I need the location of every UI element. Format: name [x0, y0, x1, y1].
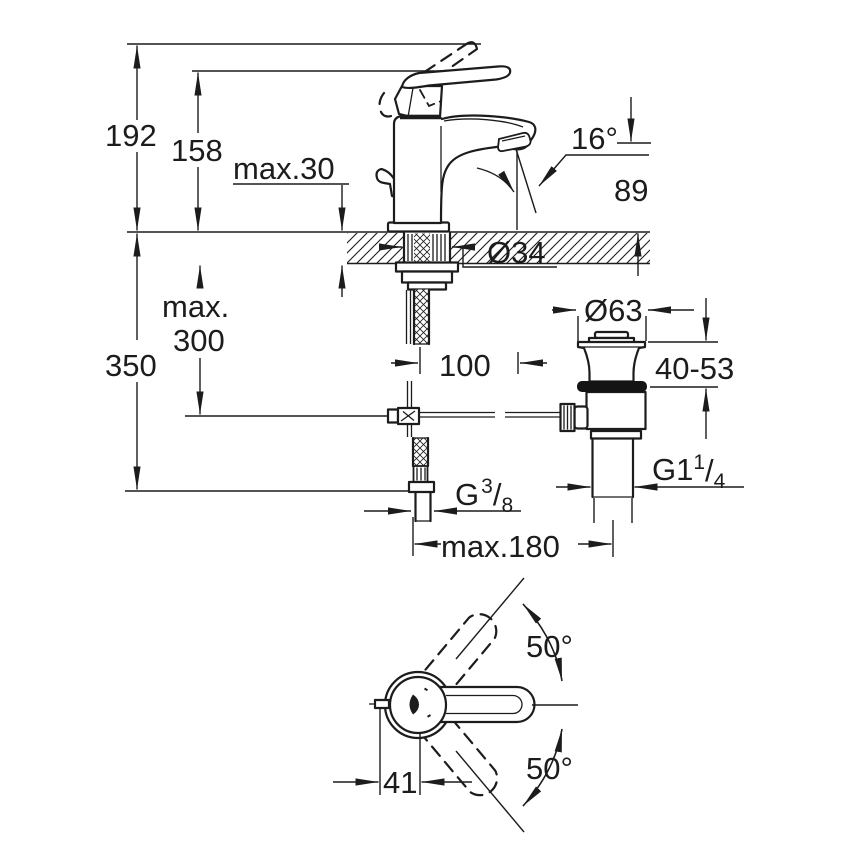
supply-thread-nut: [407, 480, 436, 494]
mounting-washer: [394, 261, 460, 273]
waste-gasket: [577, 381, 647, 392]
label-hose-spacing: max.180: [441, 529, 560, 564]
mounting-step: [406, 281, 448, 291]
raised-knob-ghost: [378, 91, 393, 118]
pop-up-waste: [559, 330, 647, 557]
horizontal-link-rod: [419, 411, 561, 418]
reference-lines: [125, 43, 481, 492]
swivel-line-lower: [455, 750, 525, 833]
lever-handle: [400, 65, 512, 90]
label-hole-diameter: Ø34: [487, 235, 546, 270]
waste-flange: [576, 340, 647, 383]
faucet-side-view: [375, 41, 537, 233]
label-handle-pin-offset: 41: [383, 765, 417, 800]
handle-top-view: [333, 577, 578, 833]
label-rod-max-line2: 300: [173, 323, 225, 358]
label-spout-angle: 16°: [571, 121, 618, 156]
alignment-pin: [373, 698, 391, 710]
label-supply-thread: G3/8: [455, 475, 513, 517]
hose-in-shank: [414, 233, 430, 262]
mounting-and-supply: [386, 231, 561, 523]
faucet-body-and-spout: [392, 114, 537, 225]
label-overall-height: 192: [105, 118, 157, 153]
label-waste-deck-range: 40-53: [655, 351, 734, 386]
knob-facet-ghost: [419, 89, 442, 108]
rod-port-collar: [573, 405, 589, 430]
waste-thread-band: [589, 429, 643, 440]
label-waste-flange-diameter: Ø63: [584, 293, 643, 328]
label-swivel-lower: 50°: [526, 751, 573, 786]
stream-angle-line: [515, 148, 537, 214]
label-deck-max-thickness: max.30: [233, 151, 335, 186]
pop-up-rod-upper: [405, 290, 412, 344]
waste-thread-slash: /: [705, 453, 714, 488]
label-spout-reach: 100: [439, 348, 491, 383]
label-waste-thread: G11/4: [652, 451, 726, 493]
supply-thread-sub: 8: [501, 494, 513, 517]
waste-thread-sub: 4: [714, 470, 726, 493]
waste-thread-base: G1: [652, 452, 693, 487]
label-swivel-upper: 50°: [526, 629, 573, 664]
aerator: [497, 131, 532, 153]
deck-hatch-left: [347, 233, 403, 263]
dimension-labels: 192 158 max.30 16° 89 Ø34 max. 300 350 Ø…: [105, 118, 734, 800]
label-supply-height: 350: [105, 348, 157, 383]
deck-section: [127, 231, 650, 265]
supply-thread-slash: /: [493, 477, 502, 512]
handle-ghost-down-50: [412, 702, 499, 797]
hinge-mark: [409, 694, 419, 715]
supply-thread-sup: 3: [481, 475, 493, 498]
dimension-annotations: [133, 45, 744, 556]
mounting-nut: [400, 270, 454, 284]
label-rod-max-line1: max.: [162, 289, 229, 324]
waste-body: [585, 390, 647, 431]
label-lever-height: 158: [171, 133, 223, 168]
deck-hatch-right: [451, 233, 650, 263]
supply-thread-base: G: [455, 477, 479, 512]
waste-thread-sup: 1: [693, 451, 705, 474]
label-outlet-height: 89: [614, 173, 648, 208]
rod-end-cap: [386, 408, 400, 424]
swivel-line-upper: [455, 577, 525, 660]
